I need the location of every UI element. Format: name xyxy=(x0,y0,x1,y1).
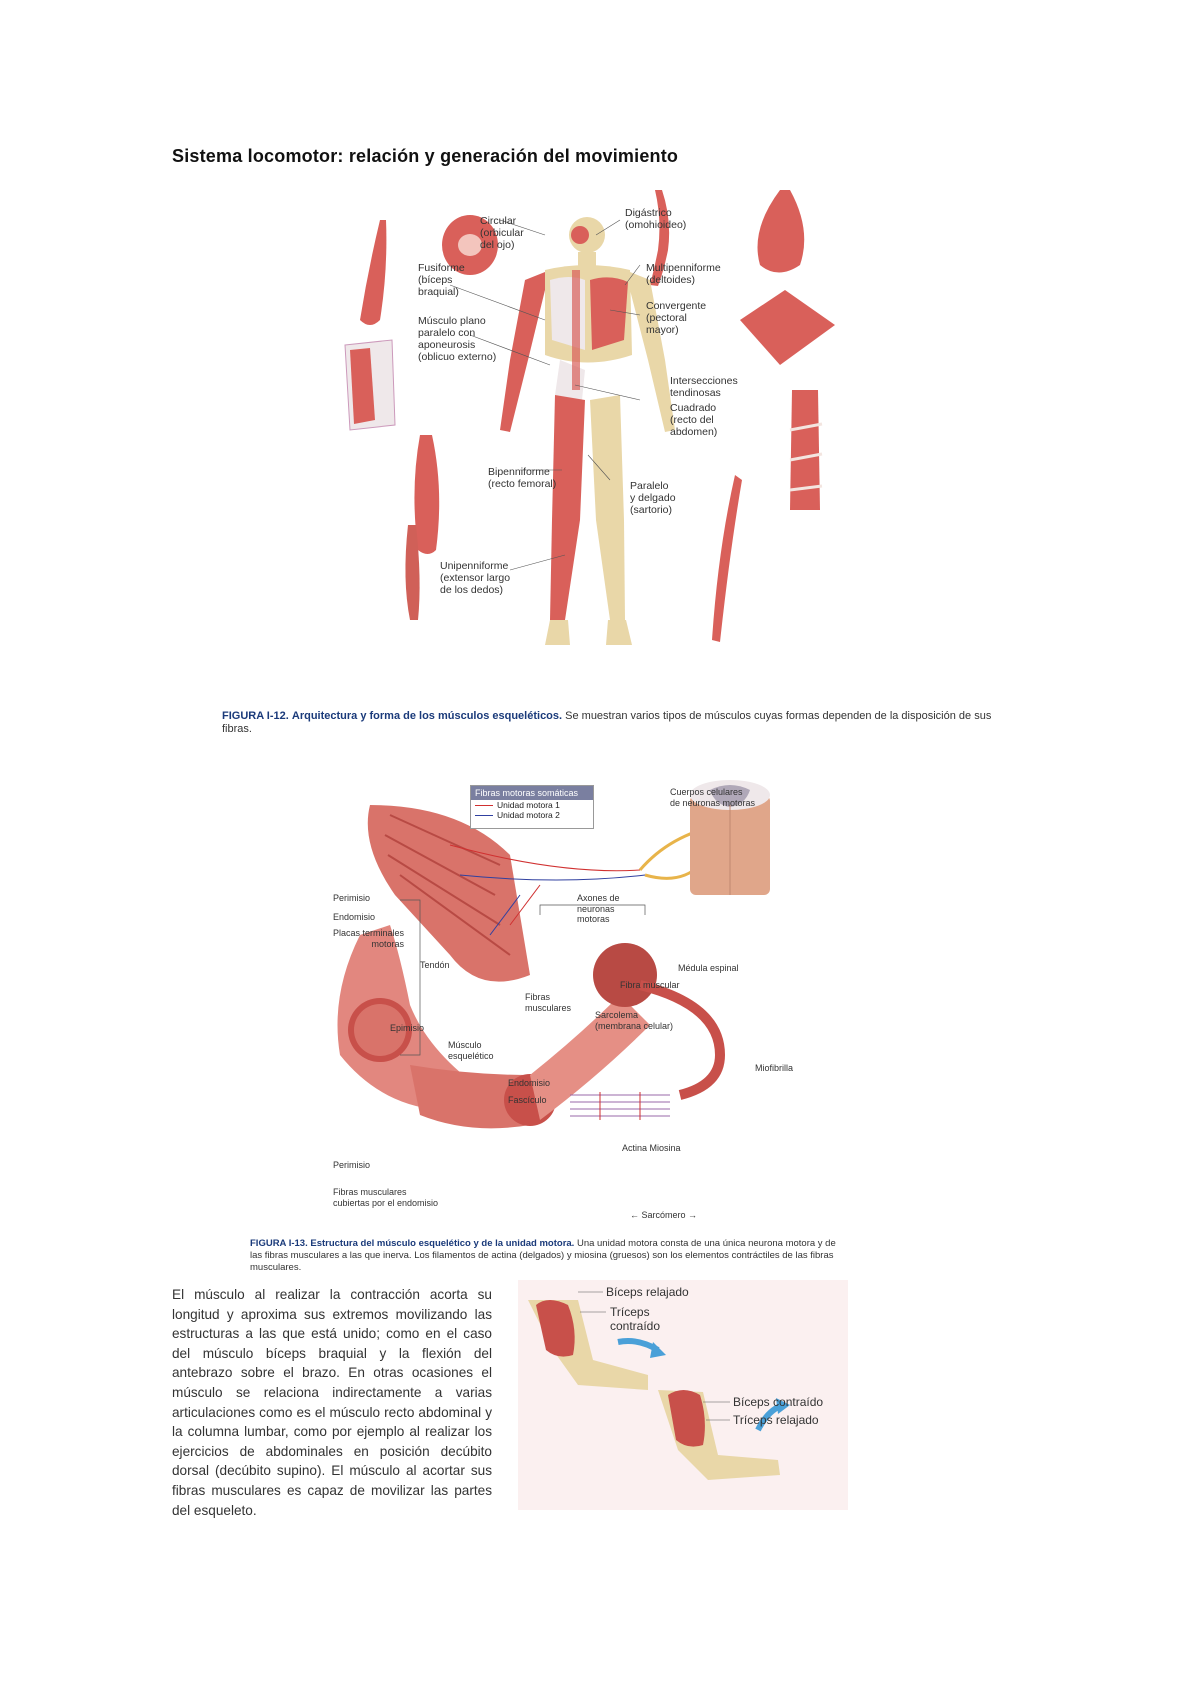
circular-muscle-illustration xyxy=(442,215,498,275)
myofibril xyxy=(638,980,726,1100)
label-actina-miosina: Actina Miosina xyxy=(622,1143,681,1153)
label-bipenniforme: Bipenniforme (recto femoral) xyxy=(488,466,557,490)
label-placas-terminales: Placas terminales motoras xyxy=(333,928,405,949)
fiber-cross-section xyxy=(593,943,657,1007)
body-paragraph: El músculo al realizar la contracción ac… xyxy=(172,1287,492,1518)
legend-unit-1-label: Unidad motora 1 xyxy=(497,800,560,810)
label-medula-espinal: Médula espinal xyxy=(678,963,739,973)
label-perimisio-top: Perimisio xyxy=(333,893,371,903)
unipennate-muscle-illustration xyxy=(405,525,420,620)
label-circular: Circular (orbicular del ojo) xyxy=(480,215,524,251)
label-convergente: Convergente (pectoral mayor) xyxy=(646,300,707,336)
label-fibras-musculares: Fibras musculares xyxy=(525,992,572,1013)
legend-title: Fibras motoras somáticas xyxy=(471,786,593,800)
label-axones: Axones de neuronas motoras xyxy=(577,893,620,924)
skeletal-muscle-lower xyxy=(337,925,490,1110)
label-multipenniforme: Multipenniforme (deltoides) xyxy=(646,262,721,286)
figure-muscle-structure xyxy=(337,780,770,1129)
label-tendon: Tendón xyxy=(420,960,450,970)
label-cuadrado: Cuadrado (recto del abdomen) xyxy=(670,402,718,438)
figure1-caption-text: Se muestran varios tipos de músculos cuy… xyxy=(222,710,992,735)
muscle-fiber xyxy=(530,995,650,1120)
multipennate-muscle-illustration xyxy=(757,190,805,273)
figure2-caption-text: Una unidad motora consta de una única ne… xyxy=(250,1238,836,1273)
figure2-caption-bold: Estructura del músculo esquelético y de … xyxy=(310,1238,575,1249)
figure2-caption-label: FIGURA I-13. xyxy=(250,1238,308,1249)
label-unipenniforme: Unipenniforme (extensor largo de los ded… xyxy=(440,560,511,596)
label-intersecciones: Intersecciones tendinosas xyxy=(670,375,738,399)
arm-flexion-illustration xyxy=(528,1291,790,1480)
figure-muscle-shapes xyxy=(344,190,835,645)
label-digastrico: Digástrico (omohioideo) xyxy=(625,207,687,231)
legend-unit-2-label: Unidad motora 2 xyxy=(497,810,560,820)
sarcomere-diagram xyxy=(570,1092,670,1120)
spinal-cord-illustration xyxy=(690,780,770,895)
human-body-figure xyxy=(500,217,675,645)
label-sarcomero: ← Sarcómero → xyxy=(630,1210,698,1220)
bipennate-muscle-illustration xyxy=(414,435,440,554)
label-sarcolema: Sarcolema (membrana celular) xyxy=(595,1010,674,1031)
digastric-muscle-illustration xyxy=(650,190,670,286)
figure2-caption: FIGURA I-13. Estructura del músculo esqu… xyxy=(250,1238,850,1274)
legend-unit-1: Unidad motora 1 xyxy=(471,800,593,810)
convergent-muscle-illustration xyxy=(740,290,835,365)
figure1-caption-bold: Arquitectura y forma de los músculos esq… xyxy=(291,710,563,722)
fascicle-bundle-top xyxy=(367,805,530,982)
page-title: Sistema locomotor: relación y generación… xyxy=(172,146,679,166)
legend-unit-2: Unidad motora 2 xyxy=(471,810,593,820)
figure1-caption-label: FIGURA I-12. xyxy=(222,710,289,722)
label-epimisio: Epimisio xyxy=(390,1023,425,1033)
motor-units-legend: Fibras motoras somáticas Unidad motora 1… xyxy=(470,785,594,829)
label-miofibrilla: Miofibrilla xyxy=(755,1063,794,1073)
label-biceps-relajado: Bíceps relajado xyxy=(606,1285,689,1299)
quadrate-muscle-illustration xyxy=(790,390,820,510)
label-biceps-contraido: Bíceps contraído xyxy=(733,1395,824,1409)
label-fusiforme: Fusiforme (bíceps braquial) xyxy=(418,262,465,298)
arm-flexion-figure: Bíceps relajado Tríceps contraído Bíceps… xyxy=(518,1280,848,1510)
fusiform-muscle-illustration xyxy=(360,220,387,325)
label-musculo-plano: Músculo plano paralelo con aponeurosis (… xyxy=(418,315,497,363)
label-fibra-muscular: Fibra muscular xyxy=(620,980,680,990)
label-triceps-relajado: Tríceps relajado xyxy=(733,1413,819,1427)
label-fasciculo: Fascículo xyxy=(508,1095,547,1105)
label-cuerpos-celulares: Cuerpos celulares de neuronas motoras xyxy=(670,787,756,808)
label-endomisio-top: Endomisio xyxy=(333,912,376,922)
fascicle-lower xyxy=(410,1065,530,1129)
label-paralelo: Paralelo y delgado (sartorio) xyxy=(630,480,676,516)
figure1-caption: FIGURA I-12. Arquitectura y forma de los… xyxy=(222,710,1002,736)
strap-muscle-illustration xyxy=(712,475,742,642)
label-triceps-contraido: Tríceps contraído xyxy=(610,1305,661,1333)
label-endomisio-mid: Endomisio xyxy=(508,1078,551,1088)
label-musculo-esqueletico: Músculo esquelético xyxy=(448,1040,494,1061)
label-fibras-cubiertas: Fibras musculares cubiertas por el endom… xyxy=(333,1187,439,1208)
label-perimisio-bot: Perimisio xyxy=(333,1160,371,1170)
